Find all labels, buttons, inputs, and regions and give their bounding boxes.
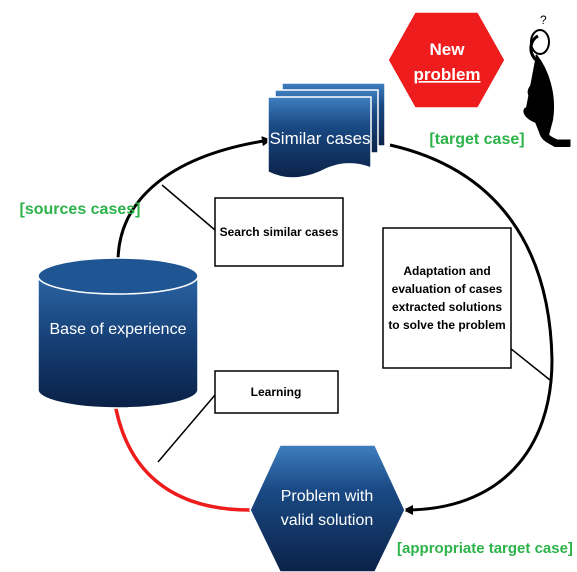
search-similar-cases-box: Search similar cases bbox=[214, 197, 344, 267]
learning-label: Learning bbox=[251, 385, 302, 399]
thinking-question-marks: ? bbox=[540, 13, 547, 27]
adaptation-line1: Adaptation and bbox=[403, 264, 490, 278]
problem-solution-hexagon: Problem with valid solution bbox=[249, 444, 406, 572]
arc-base-to-similar bbox=[116, 136, 272, 263]
thinking-figure: ? bbox=[523, 13, 571, 147]
appropriate-target-case-label: [appropriate target case] bbox=[397, 540, 573, 557]
problem-solution-line2: valid solution bbox=[281, 512, 374, 529]
adaptation-line3: extracted solutions bbox=[392, 300, 502, 314]
problem-solution-line1: Problem with bbox=[281, 488, 373, 505]
sources-cases-label: [sources cases] bbox=[20, 201, 141, 218]
target-case-label: [target case] bbox=[429, 131, 524, 148]
learning-box: Learning bbox=[214, 370, 339, 414]
search-similar-cases-label: Search similar cases bbox=[220, 225, 339, 239]
adaptation-evaluation-box: Adaptation and evaluation of cases extra… bbox=[382, 227, 512, 369]
similar-cases-document bbox=[267, 96, 372, 179]
new-problem-octagon: New problem bbox=[387, 11, 506, 109]
base-of-experience-label: Base of experience bbox=[50, 321, 187, 338]
similar-cases-label: Similar cases bbox=[269, 129, 370, 148]
new-problem-line2: problem bbox=[413, 65, 480, 84]
arc-similar-to-solution bbox=[389, 143, 554, 515]
new-problem-line1: New bbox=[430, 40, 466, 59]
arc-solution-to-base bbox=[109, 395, 251, 512]
similar-cases-stack: Similar cases bbox=[267, 82, 386, 179]
cycle-arrows bbox=[109, 136, 554, 515]
adaptation-line2: evaluation of cases bbox=[392, 282, 503, 296]
base-of-experience-cylinder: Base of experience bbox=[37, 257, 199, 409]
adaptation-line4: to solve the problem bbox=[388, 318, 505, 332]
